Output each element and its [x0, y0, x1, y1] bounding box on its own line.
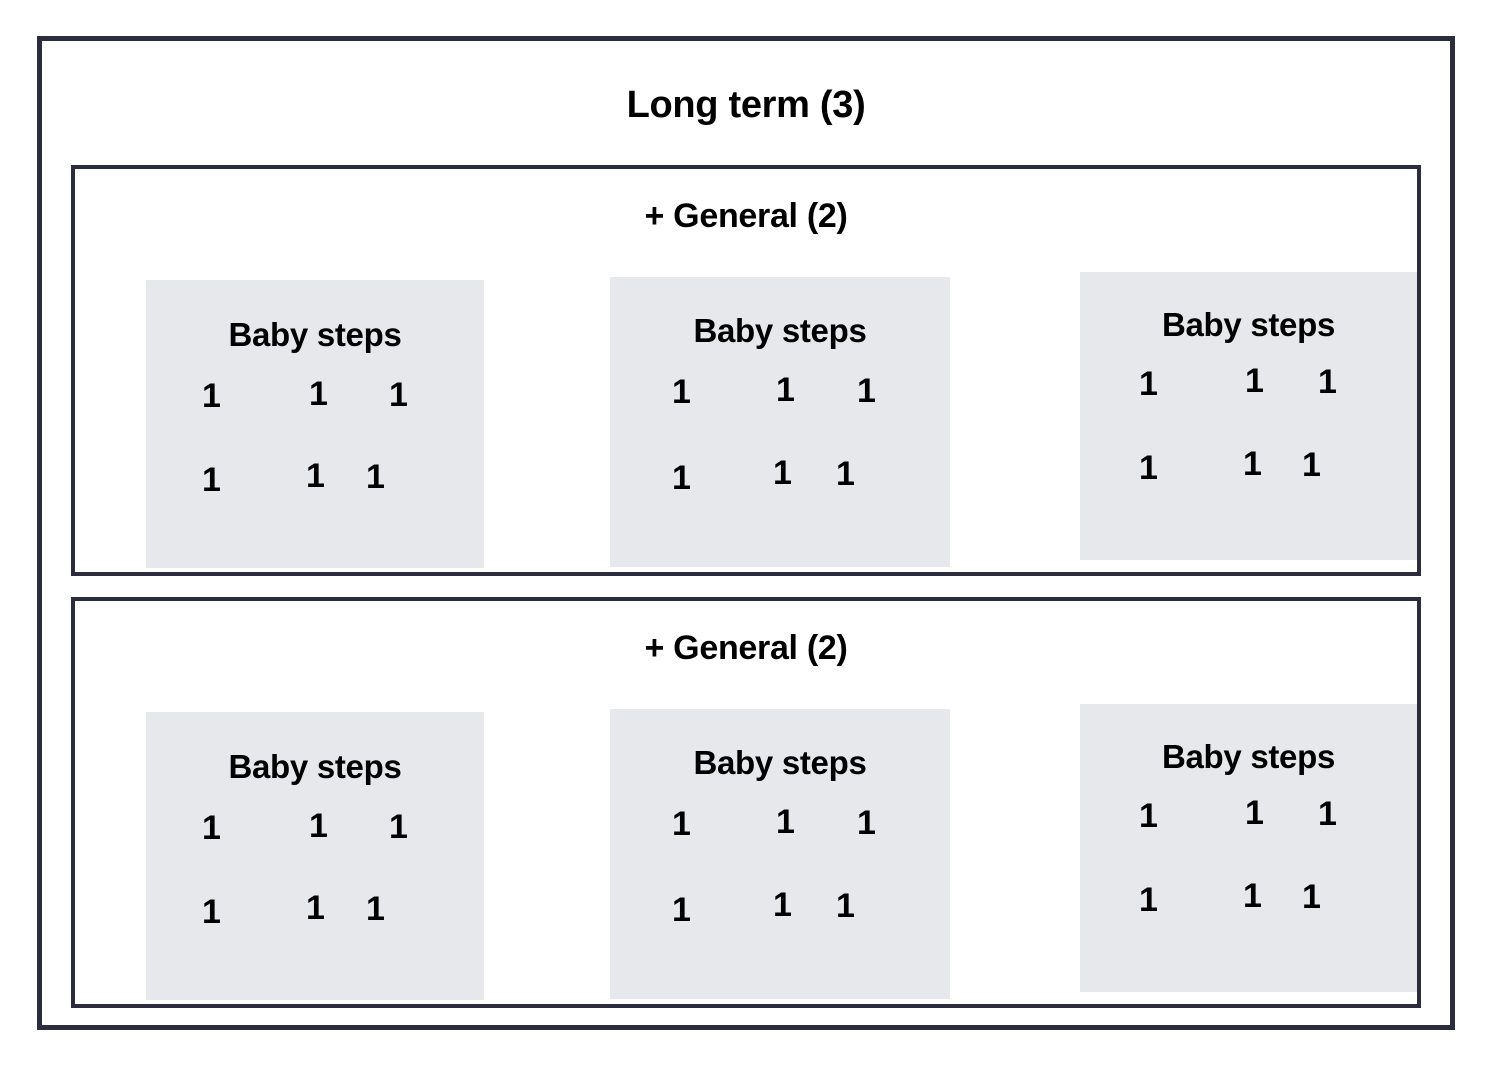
general-panel-stack: + General (2) Baby steps 1 1 1 1 1 1 Bab…	[71, 165, 1421, 1008]
digit-cell: 1	[1139, 365, 1158, 403]
digit-cell: 1	[306, 457, 325, 495]
digit-cell: 1	[1139, 797, 1158, 835]
digit-cell: 1	[202, 893, 221, 931]
digit-cell: 1	[202, 461, 221, 499]
digit-cell: 1	[202, 377, 221, 415]
digit-cell: 1	[672, 805, 691, 843]
baby-steps-digit-grid: 1 1 1 1 1 1	[610, 373, 950, 533]
digit-cell: 1	[1245, 794, 1264, 832]
digit-cell: 1	[1318, 363, 1337, 401]
baby-steps-card: Baby steps 1 1 1 1 1 1	[146, 712, 484, 1000]
general-panel-title: + General (2)	[644, 197, 848, 235]
baby-steps-card-title: Baby steps	[1161, 306, 1336, 343]
baby-steps-digit-grid: 1 1 1 1 1 1	[146, 809, 484, 969]
baby-steps-card-title: Baby steps	[693, 744, 867, 781]
digit-cell: 1	[857, 804, 876, 842]
digit-cell: 1	[672, 891, 691, 929]
baby-steps-digit-grid: 1 1 1 1 1 1	[610, 805, 950, 965]
baby-steps-card-row: Baby steps 1 1 1 1 1 1 Baby steps 1 1	[75, 704, 1417, 1004]
digit-cell: 1	[366, 890, 385, 928]
baby-steps-digit-grid: 1 1 1 1 1 1	[1080, 794, 1417, 959]
digit-cell: 1	[836, 887, 855, 925]
baby-steps-card: Baby steps 1 1 1 1 1 1	[1080, 272, 1417, 560]
long-term-title: Long term (3)	[626, 84, 866, 126]
general-panel: + General (2) Baby steps 1 1 1 1 1 1 Bab…	[71, 165, 1421, 576]
baby-steps-digit-grid: 1 1 1 1 1 1	[146, 377, 484, 537]
general-panel: + General (2) Baby steps 1 1 1 1 1 1 Bab…	[71, 597, 1421, 1008]
long-term-frame: Long term (3) + General (2) Baby steps 1…	[37, 36, 1455, 1030]
baby-steps-card-title: Baby steps	[693, 312, 867, 349]
baby-steps-card: Baby steps 1 1 1 1 1 1	[146, 280, 484, 568]
baby-steps-card-row: Baby steps 1 1 1 1 1 1 Baby steps 1 1	[75, 272, 1417, 572]
baby-steps-digit-grid: 1 1 1 1 1 1	[1080, 362, 1417, 527]
digit-cell: 1	[366, 458, 385, 496]
digit-cell: 1	[1139, 449, 1158, 487]
digit-cell: 1	[776, 371, 795, 409]
baby-steps-card: Baby steps 1 1 1 1 1 1	[610, 277, 950, 567]
baby-steps-card: Baby steps 1 1 1 1 1 1	[1080, 704, 1417, 992]
digit-cell: 1	[773, 886, 792, 924]
digit-cell: 1	[672, 459, 691, 497]
digit-cell: 1	[672, 373, 691, 411]
digit-cell: 1	[309, 375, 328, 413]
baby-steps-card-title: Baby steps	[228, 316, 402, 353]
baby-steps-card-title: Baby steps	[228, 748, 402, 785]
digit-cell: 1	[389, 376, 408, 414]
digit-cell: 1	[1243, 445, 1262, 483]
digit-cell: 1	[1245, 362, 1264, 400]
digit-cell: 1	[1243, 877, 1262, 915]
digit-cell: 1	[1302, 878, 1321, 916]
digit-cell: 1	[836, 455, 855, 493]
baby-steps-card: Baby steps 1 1 1 1 1 1	[610, 709, 950, 999]
digit-cell: 1	[776, 803, 795, 841]
digit-cell: 1	[857, 372, 876, 410]
baby-steps-card-title: Baby steps	[1161, 738, 1336, 775]
digit-cell: 1	[309, 807, 328, 845]
digit-cell: 1	[389, 808, 408, 846]
general-panel-title: + General (2)	[644, 629, 848, 667]
digit-cell: 1	[1302, 446, 1321, 484]
digit-cell: 1	[1139, 881, 1158, 919]
digit-cell: 1	[202, 809, 221, 847]
digit-cell: 1	[773, 454, 792, 492]
digit-cell: 1	[1318, 795, 1337, 833]
digit-cell: 1	[306, 889, 325, 927]
